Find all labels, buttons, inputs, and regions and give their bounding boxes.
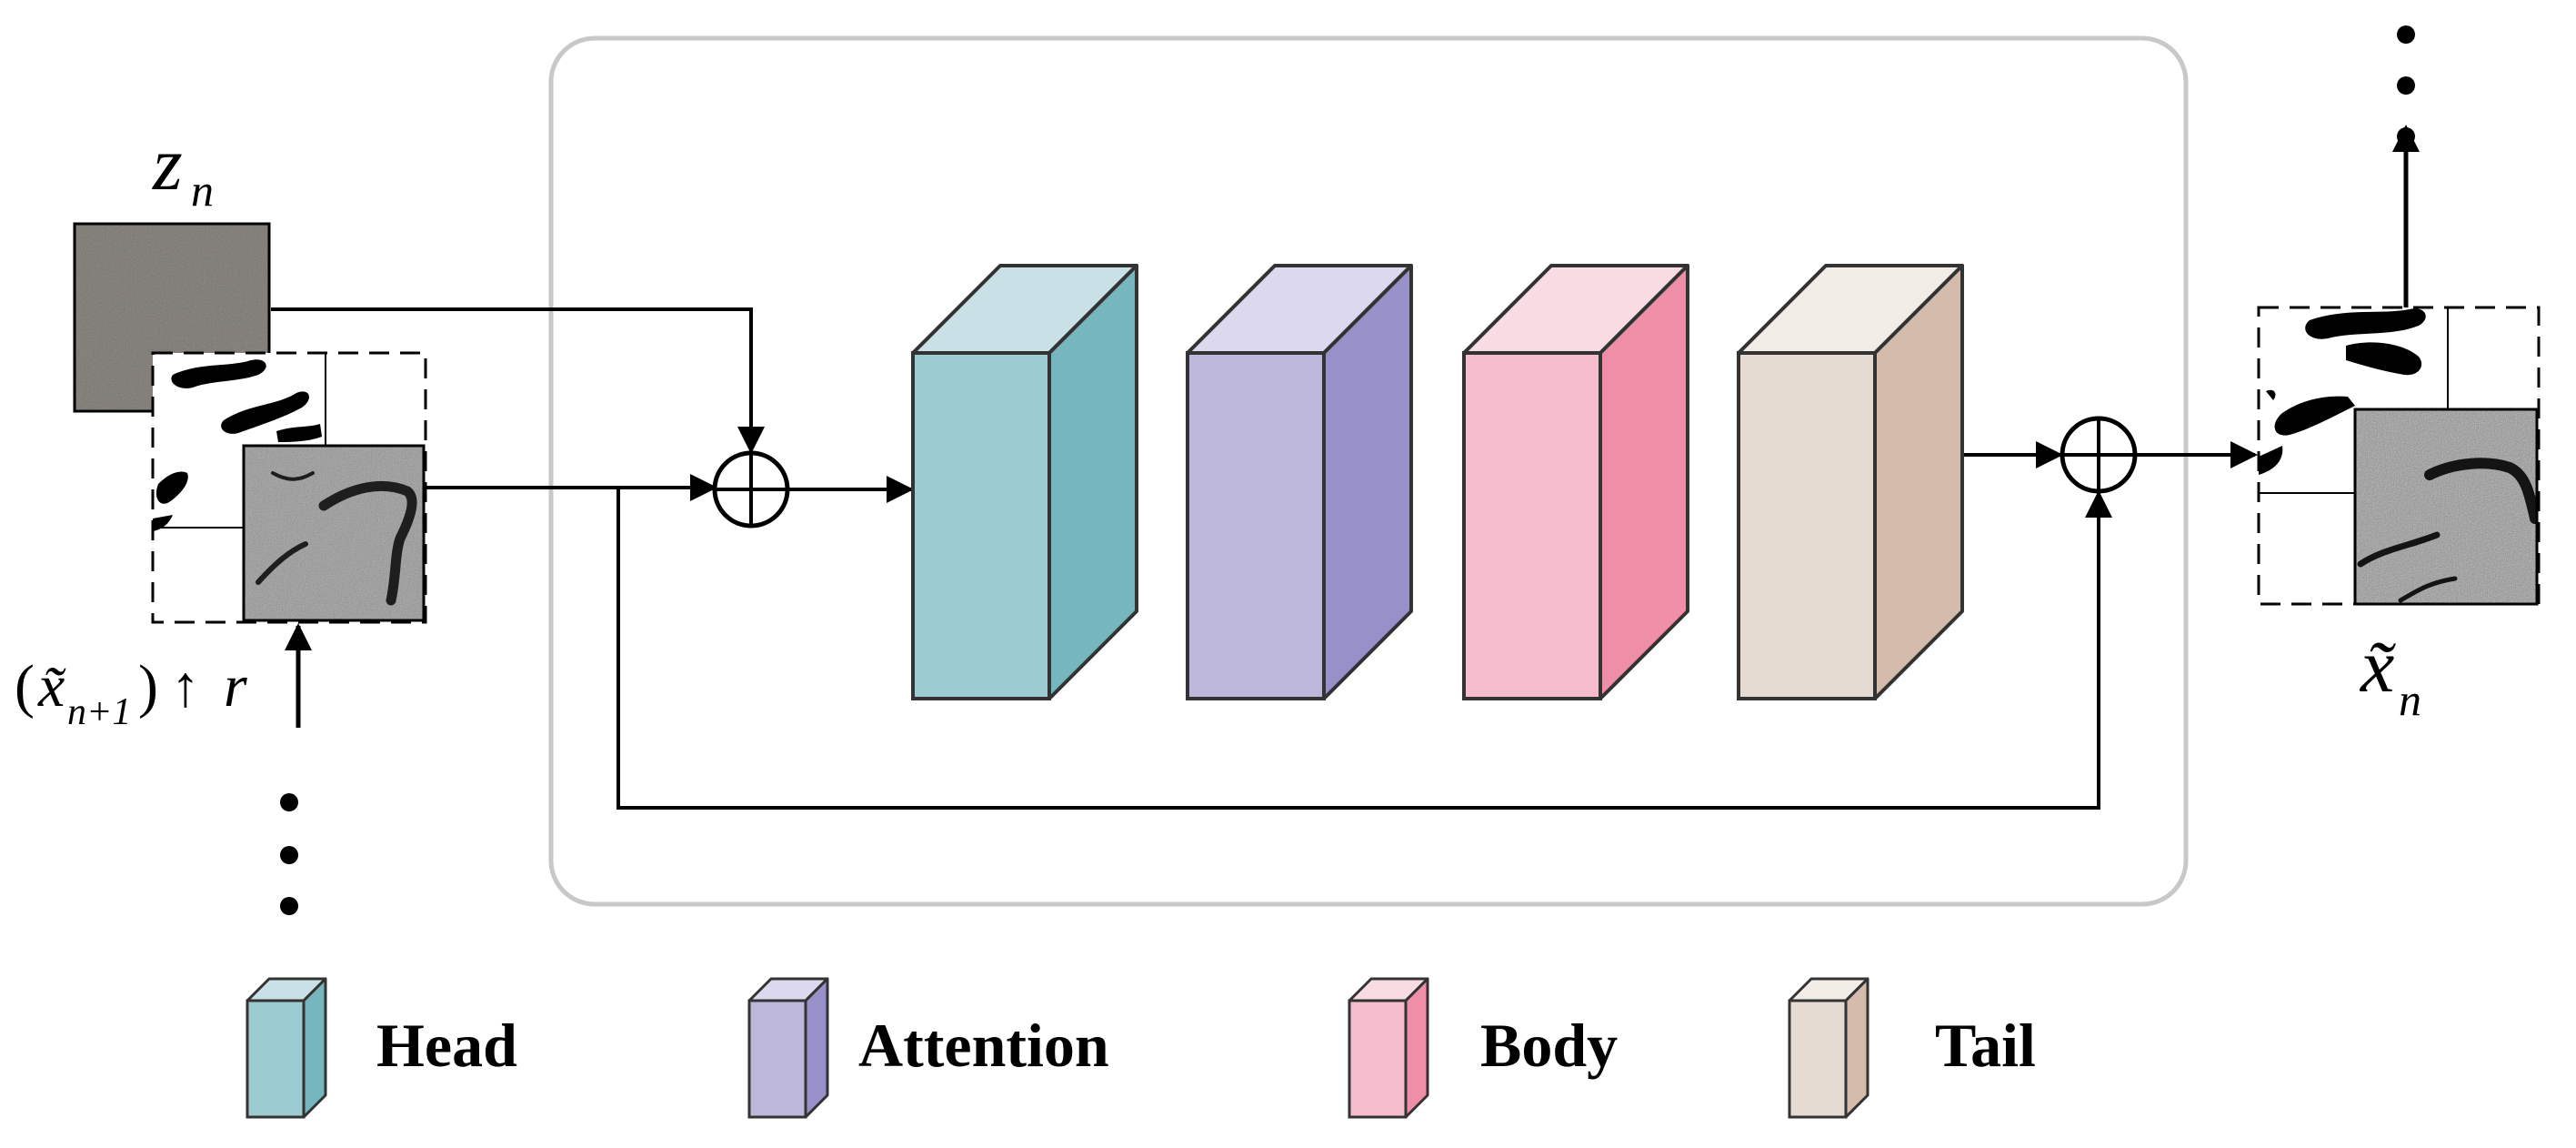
label-xout-var: x̃ <box>2359 624 2397 709</box>
block-attention <box>1186 264 1413 700</box>
legend-label-head: Head <box>376 1011 517 1080</box>
dot <box>280 897 298 915</box>
label-xin-var: x̃ <box>37 653 66 720</box>
legend-swatch-attention <box>747 977 829 1119</box>
label-z-main: z <box>152 122 183 206</box>
legend-label-attention: Attention <box>858 1011 1109 1080</box>
dot <box>280 793 298 811</box>
label-xin-arrow: ↑ <box>171 654 200 719</box>
label-xout-sub: n <box>2399 674 2421 725</box>
skip-connection-arrow <box>616 488 2112 810</box>
label-xin-r: r <box>224 653 247 720</box>
legend-swatch-body <box>1348 977 1429 1119</box>
noise-to-sum-arrow <box>271 307 765 454</box>
sum-node-output <box>2060 416 2138 494</box>
sum-node-input <box>712 450 790 529</box>
dot <box>2397 76 2415 95</box>
dot <box>280 846 298 864</box>
network-frame <box>548 35 2189 907</box>
label-xin-sub: n+1 <box>67 691 131 733</box>
real-image-patch <box>242 444 426 622</box>
block-group <box>911 264 1964 700</box>
dot <box>2397 127 2415 146</box>
output-generated-image <box>2353 408 2539 606</box>
label-xin-close: ) <box>138 653 158 720</box>
label-xin-open: ( <box>15 653 35 720</box>
block-body <box>1462 264 1689 700</box>
legend-label-body: Body <box>1480 1011 1618 1080</box>
legend-swatch-head <box>246 977 327 1119</box>
label-z-sub: n <box>191 165 214 216</box>
block-tail <box>1737 264 1964 700</box>
legend-label-tail: Tail <box>1935 1011 2036 1080</box>
dot <box>2397 25 2415 44</box>
block-head <box>911 264 1138 700</box>
legend: Head Attention Body Tail <box>246 977 2036 1119</box>
legend-swatch-tail <box>1788 977 1869 1119</box>
